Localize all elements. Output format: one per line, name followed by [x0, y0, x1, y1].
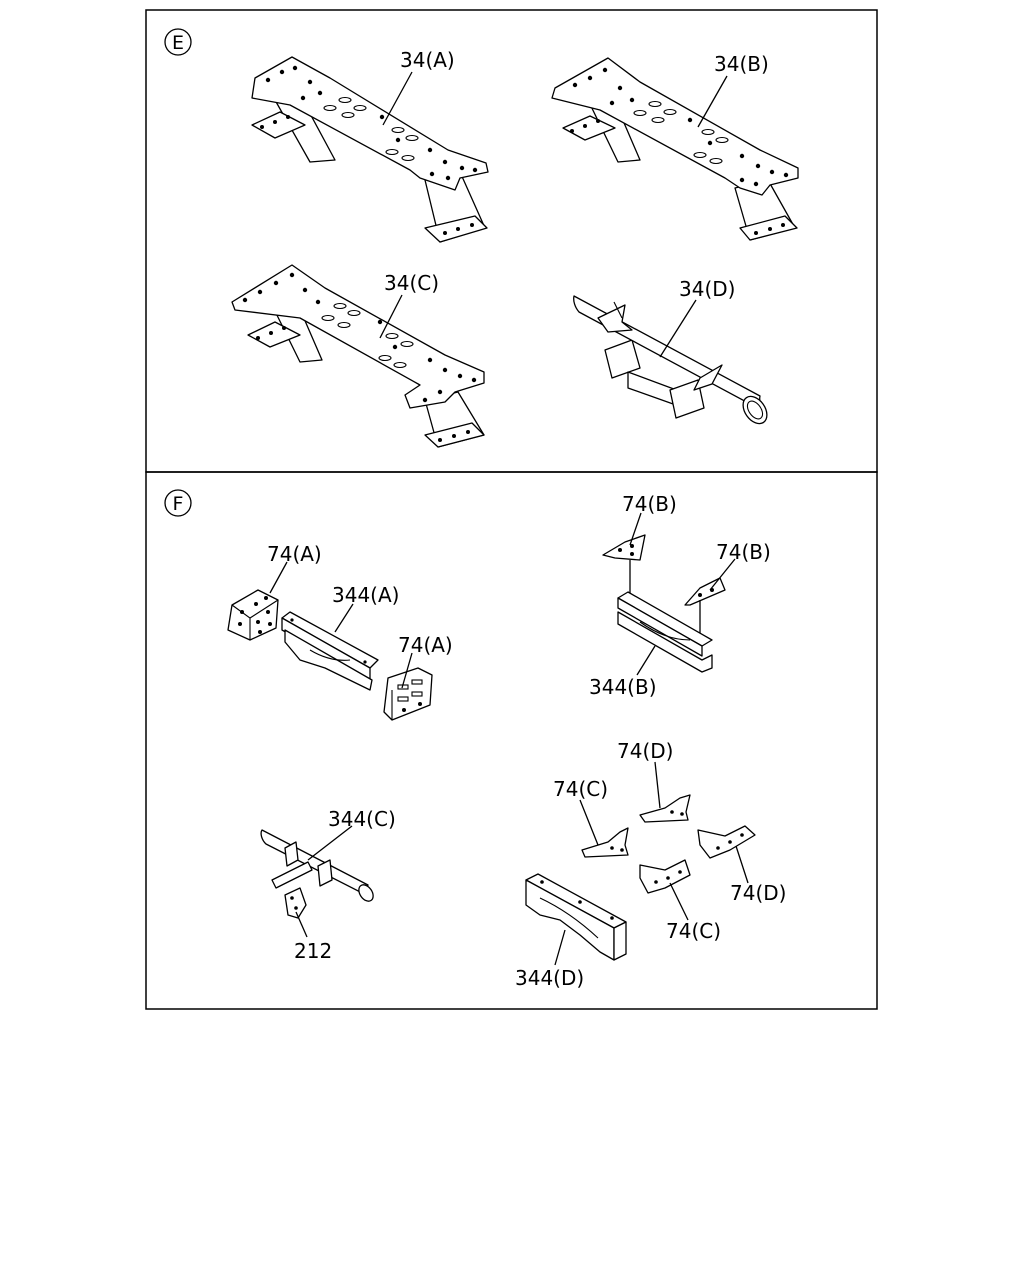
label-74a-top: 74(A) — [267, 542, 322, 566]
crossmember-344a — [281, 611, 379, 691]
svg-text:F: F — [173, 493, 184, 515]
bracket-74b-right — [684, 577, 726, 606]
bracket-74b-top — [602, 534, 646, 561]
section-f-marker: F — [164, 489, 192, 517]
label-344b: 344(B) — [589, 675, 657, 699]
gusset-74a-left — [227, 589, 279, 641]
bracket-212 — [284, 887, 307, 919]
label-74c-left: 74(C) — [553, 777, 608, 801]
crossmember-34c — [231, 264, 485, 448]
leaders-section-f — [269, 512, 749, 966]
label-212: 212 — [294, 939, 332, 963]
crossmember-344b — [617, 560, 713, 673]
crossmember-344d — [525, 873, 627, 961]
label-34d: 34(D) — [679, 277, 735, 301]
label-74b-right: 74(B) — [716, 540, 771, 564]
label-34a: 34(A) — [400, 48, 455, 72]
bracket-74d-top — [639, 794, 691, 823]
label-344a: 344(A) — [332, 583, 399, 607]
gusset-74a-right — [383, 667, 433, 721]
crossmember-344c — [260, 829, 374, 902]
label-74d-top: 74(D) — [617, 739, 673, 763]
bracket-74c-left — [581, 827, 629, 858]
label-34b: 34(B) — [714, 52, 769, 76]
label-344c: 344(C) — [328, 807, 396, 831]
label-34c: 34(C) — [384, 271, 439, 295]
label-74b-top: 74(B) — [622, 492, 677, 516]
crossmember-34b — [551, 57, 799, 241]
crossmember-34d — [573, 295, 768, 425]
section-f-frame — [145, 471, 878, 1010]
section-e-marker: E — [164, 28, 192, 56]
label-74d-right: 74(D) — [730, 881, 786, 905]
bracket-74c-bottom — [639, 859, 691, 894]
crossmember-34a — [251, 56, 489, 243]
label-74c-bottom: 74(C) — [666, 919, 721, 943]
leaders-section-e — [379, 71, 728, 358]
svg-text:E: E — [172, 32, 184, 54]
label-344d: 344(D) — [515, 966, 584, 990]
bracket-74d-right — [697, 825, 756, 859]
label-74a-right: 74(A) — [398, 633, 453, 657]
